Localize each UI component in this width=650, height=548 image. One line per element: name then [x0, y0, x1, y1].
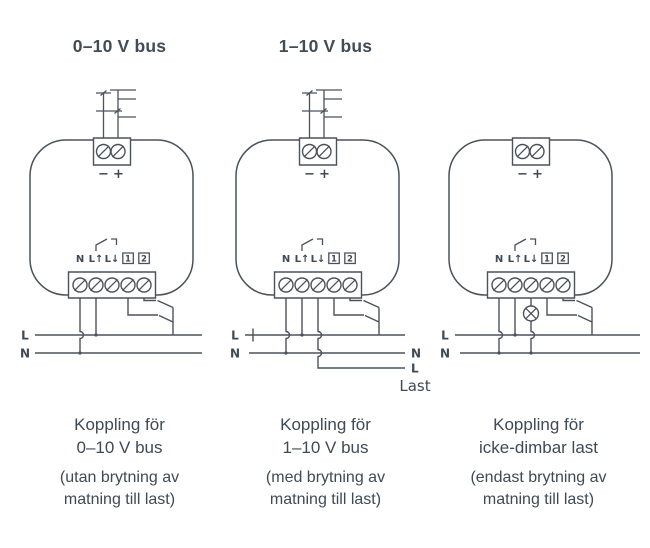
- load-n-label: N: [411, 347, 421, 361]
- mains-n-label: N: [20, 347, 30, 361]
- caption-line-2: icke-dimbar last: [478, 438, 599, 457]
- terminal-label-l-out: L↓: [311, 254, 326, 265]
- note-1-10v: (med brytning av matning till last): [218, 467, 433, 511]
- output-terminal-block: [488, 272, 575, 298]
- mains-wiring: [455, 298, 640, 355]
- caption-line-1: Koppling för: [74, 415, 165, 434]
- note-line-2: matning till last): [63, 491, 176, 508]
- minus-label: −: [98, 167, 109, 182]
- mains-wiring: [245, 298, 405, 368]
- plus-label: +: [319, 167, 330, 182]
- heading-0-10v-bus: 0–10 V bus: [72, 36, 167, 56]
- terminal-label-n: N: [282, 254, 290, 265]
- polarity-labels: − +: [304, 167, 330, 182]
- bus-terminal-block: [300, 138, 337, 165]
- output-terminal-block: [275, 272, 362, 298]
- diagram-0-10v-bus: − + N L↑ L↓ 1 2: [20, 85, 227, 361]
- note-line-2: matning till last): [482, 491, 595, 508]
- terminal-label-l-in: L↑: [89, 254, 104, 265]
- bus-terminal-block: [94, 138, 131, 165]
- caption-line-1: Koppling för: [280, 415, 371, 434]
- mains-l-label: L: [441, 329, 449, 343]
- bus-wires: [96, 90, 136, 138]
- bus-wires: [302, 90, 342, 138]
- terminal-label-2: 2: [347, 255, 353, 265]
- mains-l-label: L: [21, 329, 29, 343]
- terminal-label-l-in: L↑: [508, 254, 523, 265]
- minus-label: −: [517, 167, 528, 182]
- note-line-1: (utan brytning av: [59, 469, 180, 486]
- lamp-icon: [524, 306, 539, 321]
- caption-line-2: 1–10 V bus: [282, 438, 369, 457]
- note-0-10v: (utan brytning av matning till last): [12, 467, 227, 511]
- mains-l-label: L: [231, 329, 239, 343]
- mains-wiring: [35, 298, 202, 355]
- caption-icke-dimbar: Koppling för icke-dimbar last: [431, 413, 646, 459]
- polarity-labels: − +: [98, 167, 124, 182]
- heading-1-10v-bus: 1–10 V bus: [278, 36, 373, 56]
- diagram-icke-dimbar: − + N L↑ L↓ 1 2: [440, 85, 646, 361]
- note-line-1: (endast brytning av: [470, 469, 607, 486]
- load-l-label: L: [411, 362, 419, 376]
- note-icke-dimbar: (endast brytning av matning till last): [431, 467, 646, 511]
- terminal-label-l-out: L↓: [105, 254, 120, 265]
- terminal-label-l-in: L↑: [295, 254, 310, 265]
- output-terminal-block: [69, 272, 156, 298]
- mains-n-label: N: [230, 347, 240, 361]
- terminal-labels: N L↑ L↓ 1 2: [282, 253, 355, 265]
- terminal-label-2: 2: [560, 255, 566, 265]
- minus-label: −: [304, 167, 315, 182]
- load-last-label: Last: [399, 377, 430, 395]
- terminal-labels: N L↑ L↓ 1 2: [76, 253, 149, 265]
- relay-contact-icon: [302, 239, 323, 251]
- terminal-label-1: 1: [125, 255, 131, 265]
- relay-contact-icon: [515, 239, 536, 251]
- plus-label: +: [113, 167, 124, 182]
- caption-0-10v: Koppling för 0–10 V bus: [12, 413, 227, 459]
- terminal-label-l-out: L↓: [524, 254, 539, 265]
- caption-1-10v: Koppling för 1–10 V bus: [218, 413, 433, 459]
- terminal-label-n: N: [76, 254, 84, 265]
- caption-line-2: 0–10 V bus: [76, 438, 163, 457]
- polarity-labels: − +: [517, 167, 543, 182]
- terminal-label-1: 1: [544, 255, 550, 265]
- note-line-1: (med brytning av: [265, 469, 386, 486]
- note-line-2: matning till last): [269, 491, 382, 508]
- relay-contact-icon: [96, 239, 117, 251]
- mains-n-label: N: [440, 347, 450, 361]
- terminal-label-n: N: [495, 254, 503, 265]
- bus-terminal-block: [513, 138, 550, 165]
- plus-label: +: [532, 167, 543, 182]
- terminal-labels: N L↑ L↓ 1 2: [495, 253, 568, 265]
- caption-line-1: Koppling för: [493, 415, 584, 434]
- terminal-label-2: 2: [141, 255, 147, 265]
- diagram-1-10v-bus: − + N L↑ L↓ 1 2: [230, 85, 431, 395]
- terminal-label-1: 1: [331, 255, 337, 265]
